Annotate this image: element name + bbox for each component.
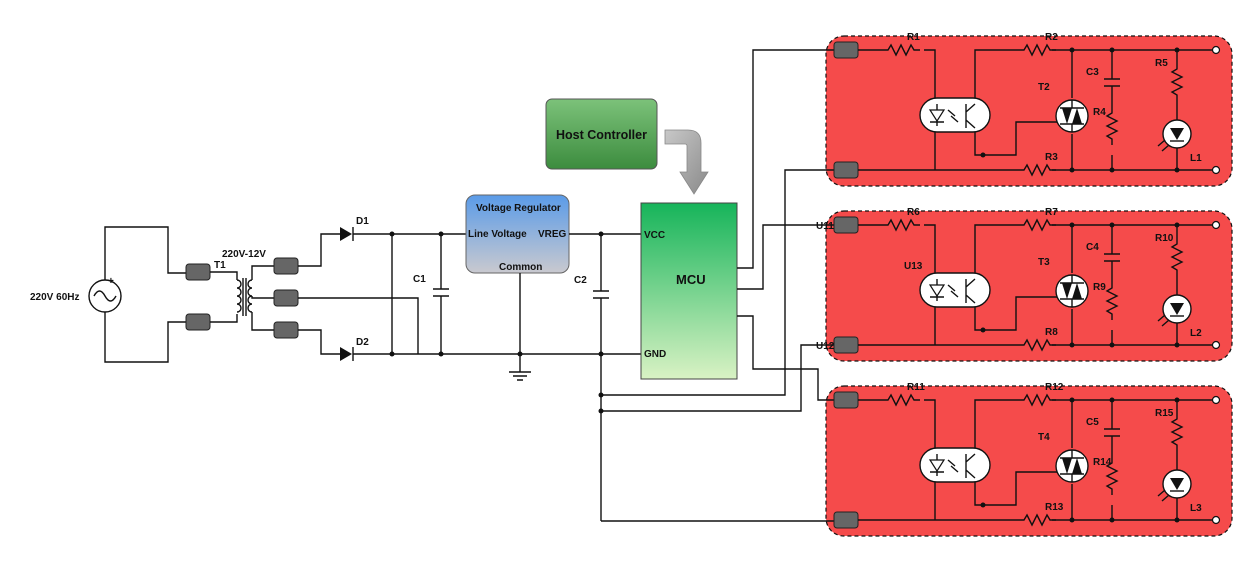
resistor-gate-label: R9	[1093, 282, 1106, 293]
lamp-led	[1157, 119, 1192, 152]
lamp-led	[1157, 469, 1192, 502]
mcu: MCU VCC GND	[640, 202, 738, 380]
terminal-open	[1211, 515, 1221, 525]
resistor-in-label: R11	[907, 382, 925, 393]
optocoupler-label: U13	[904, 261, 923, 272]
terminal	[185, 313, 211, 331]
triac-label: T3	[1038, 257, 1050, 268]
resistor-top-label: R2	[1045, 32, 1058, 43]
regulator-out: VREG	[538, 229, 567, 240]
lamp-label: L1	[1190, 153, 1202, 164]
optocoupler	[919, 97, 991, 133]
voltage-regulator: Voltage Regulator Line Voltage VREG Comm…	[465, 194, 570, 274]
resistor-in-label: R1	[907, 32, 920, 43]
resistor-led-label: R5	[1155, 58, 1168, 69]
resistor-in-label: R6	[907, 207, 920, 218]
capacitor	[1104, 253, 1120, 262]
triac-label: T4	[1038, 432, 1050, 443]
terminal	[833, 336, 859, 354]
resistor-bottom-label: R13	[1045, 502, 1064, 513]
resistor-top-label: R7	[1045, 207, 1058, 218]
connector-top-label: U11	[816, 221, 834, 232]
triac	[1055, 274, 1089, 308]
source-label: 220V 60Hz	[30, 292, 79, 303]
resistor-gate-label: R4	[1093, 107, 1106, 118]
terminal	[833, 161, 859, 179]
terminal-open	[1211, 340, 1221, 350]
regulator-title: Voltage Regulator	[476, 203, 561, 214]
terminal	[833, 391, 859, 409]
resistor-top-label: R12	[1045, 382, 1064, 393]
resistor-bottom-label: R3	[1045, 152, 1058, 163]
host-label: Host Controller	[556, 128, 647, 142]
terminal	[833, 41, 859, 59]
transformer-t1: T1 220V-12V	[185, 249, 299, 339]
regulator-common: Common	[499, 262, 542, 273]
diode-d2-label: D2	[356, 337, 369, 348]
terminal	[273, 257, 299, 275]
resistor-led-label: R10	[1155, 233, 1174, 244]
transformer-label: 220V-12V	[222, 249, 266, 260]
capacitor-label: C3	[1086, 67, 1099, 78]
resistor-gate-label: R14	[1093, 457, 1112, 468]
triac	[1055, 449, 1089, 483]
regulator-in: Line Voltage	[468, 229, 527, 240]
terminal-open	[1211, 45, 1221, 55]
svg-text:+: +	[108, 276, 114, 287]
terminal-open	[1211, 395, 1221, 405]
channel-3-zone	[825, 385, 1233, 537]
resistor-led-label: R15	[1155, 408, 1174, 419]
capacitor	[1104, 428, 1120, 437]
lamp-label: L3	[1190, 503, 1202, 514]
triac-label: T2	[1038, 82, 1050, 93]
ground-symbol	[509, 371, 531, 381]
connector-bottom-label: U12	[816, 341, 835, 352]
diode-d2: D2	[340, 337, 369, 361]
terminal	[185, 263, 211, 281]
capacitor	[1104, 78, 1120, 87]
lamp-label: L2	[1190, 328, 1202, 339]
capacitor-c1: C1	[413, 231, 449, 357]
terminal	[273, 321, 299, 339]
lamp-led	[1157, 294, 1192, 327]
capacitor-label: C5	[1086, 417, 1099, 428]
optocoupler	[919, 447, 991, 483]
channel-1-zone	[825, 35, 1233, 187]
mcu-gnd: GND	[644, 349, 666, 360]
diode-d1: D1	[340, 216, 369, 241]
terminal	[833, 511, 859, 529]
arrow-icon	[664, 129, 709, 195]
capacitor-c1-label: C1	[413, 274, 426, 285]
terminal-open	[1211, 165, 1221, 175]
ac-source: + 220V 60Hz	[30, 276, 122, 313]
capacitor-c2: C2	[574, 231, 609, 521]
host-controller: Host Controller	[545, 98, 658, 170]
terminal	[833, 216, 859, 234]
capacitor-c2-label: C2	[574, 275, 587, 286]
terminal-open	[1211, 220, 1221, 230]
transformer-ref: T1	[214, 260, 226, 271]
terminal	[273, 289, 299, 307]
diode-d1-label: D1	[356, 216, 369, 227]
triac	[1055, 99, 1089, 133]
optocoupler	[919, 272, 991, 308]
mcu-label: MCU	[676, 272, 706, 287]
mcu-vcc: VCC	[644, 230, 665, 241]
resistor-bottom-label: R8	[1045, 327, 1058, 338]
capacitor-label: C4	[1086, 242, 1099, 253]
channel-2-zone	[825, 210, 1233, 362]
